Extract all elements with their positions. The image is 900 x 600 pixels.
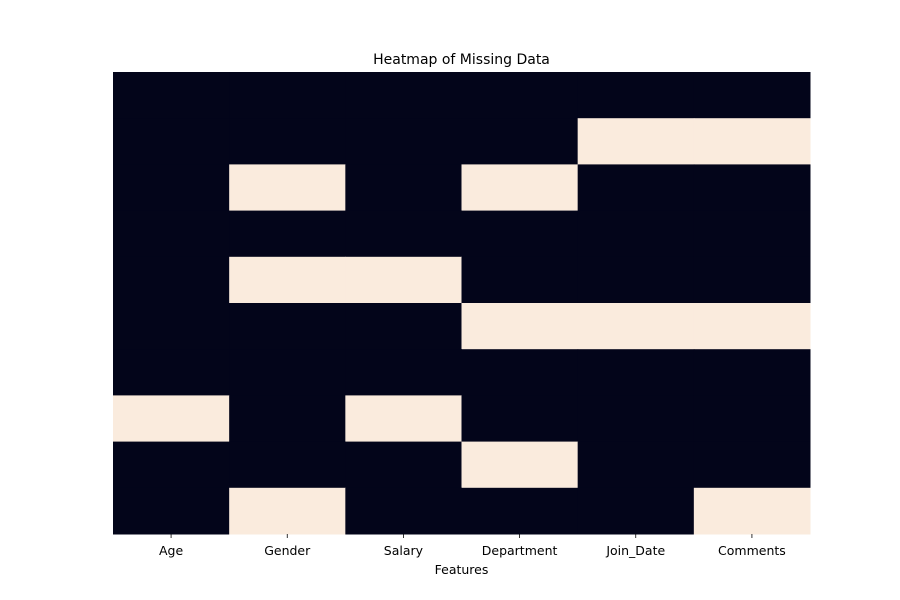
- heatmap-cell-r5-salary: [345, 303, 462, 350]
- heatmap-cell-r0-department: [461, 72, 579, 119]
- heatmap-cell-r1-age: [113, 118, 230, 165]
- heatmap-cell-r6-comments: [693, 349, 811, 396]
- heatmap-cell-r5-join-date: [577, 303, 695, 350]
- heatmap-cell-r3-salary: [345, 210, 462, 258]
- heatmap-cell-r3-gender: [229, 210, 346, 258]
- heatmap-cell-r9-comments: [693, 487, 811, 535]
- heatmap-cell-r0-comments: [693, 72, 811, 119]
- heatmap-cell-r2-department: [461, 164, 579, 212]
- heatmap-cells: [113, 72, 811, 535]
- heatmap-cell-r7-age: [113, 395, 230, 443]
- heatmap-cell-r2-comments: [693, 164, 811, 212]
- heatmap-cell-r1-department: [461, 118, 579, 165]
- x-tick-label: Join_Date: [605, 543, 665, 558]
- heatmap-cell-r8-age: [113, 441, 230, 489]
- heatmap-cell-r4-department: [461, 256, 579, 304]
- heatmap-cell-r0-age: [113, 72, 230, 119]
- heatmap-cell-r9-department: [461, 487, 579, 535]
- heatmap-cell-r4-salary: [345, 256, 462, 304]
- heatmap-cell-r1-comments: [693, 118, 811, 165]
- x-tick-label: Comments: [718, 543, 786, 558]
- heatmap-cell-r6-salary: [345, 349, 462, 396]
- heatmap-cell-r7-comments: [693, 395, 811, 443]
- x-tick-label: Age: [159, 543, 183, 558]
- x-axis-label: Features: [435, 562, 489, 577]
- heatmap-cell-r8-join-date: [577, 441, 695, 489]
- heatmap-cell-r2-age: [113, 164, 230, 212]
- heatmap-cell-r7-salary: [345, 395, 462, 443]
- heatmap-cell-r5-comments: [693, 303, 811, 350]
- heatmap-cell-r0-salary: [345, 72, 462, 119]
- heatmap-cell-r4-comments: [693, 256, 811, 304]
- heatmap-cell-r3-join-date: [577, 210, 695, 258]
- heatmap-cell-r8-gender: [229, 441, 346, 489]
- x-tick-label: Department: [482, 543, 558, 558]
- x-tick-label: Gender: [264, 543, 311, 558]
- heatmap-cell-r3-department: [461, 210, 579, 258]
- heatmap-cell-r3-comments: [693, 210, 811, 258]
- heatmap-cell-r5-gender: [229, 303, 346, 350]
- heatmap-cell-r3-age: [113, 210, 230, 258]
- heatmap-cell-r2-gender: [229, 164, 346, 212]
- heatmap-cell-r4-age: [113, 256, 230, 304]
- heatmap-cell-r4-gender: [229, 256, 346, 304]
- x-tick-label: Salary: [384, 543, 424, 558]
- heatmap-cell-r9-gender: [229, 487, 346, 535]
- heatmap-cell-r8-department: [461, 441, 579, 489]
- chart-title: Heatmap of Missing Data: [373, 52, 550, 68]
- heatmap-cell-r0-gender: [229, 72, 346, 119]
- heatmap-cell-r6-gender: [229, 349, 346, 396]
- heatmap-cell-r2-join-date: [577, 164, 695, 212]
- heatmap-cell-r2-salary: [345, 164, 462, 212]
- heatmap-cell-r9-join-date: [577, 487, 695, 535]
- heatmap-cell-r7-department: [461, 395, 579, 443]
- heatmap-cell-r1-salary: [345, 118, 462, 165]
- heatmap-cell-r4-join-date: [577, 256, 695, 304]
- heatmap-cell-r5-age: [113, 303, 230, 350]
- heatmap-cell-r8-salary: [345, 441, 462, 489]
- heatmap-cell-r1-join-date: [577, 118, 695, 165]
- heatmap-cell-r8-comments: [693, 441, 811, 489]
- heatmap-cell-r6-age: [113, 349, 230, 396]
- heatmap-cell-r6-department: [461, 349, 579, 396]
- x-axis-ticks: Age Gender Salary Department Join_Date Commen…: [159, 534, 786, 558]
- heatmap-cell-r9-age: [113, 487, 230, 535]
- heatmap-cell-r7-gender: [229, 395, 346, 443]
- heatmap-cell-r5-department: [461, 303, 579, 350]
- heatmap-cell-r9-salary: [345, 487, 462, 535]
- heatmap-cell-r1-gender: [229, 118, 346, 165]
- heatmap-cell-r7-join-date: [577, 395, 695, 443]
- heatmap-cell-r6-join-date: [577, 349, 695, 396]
- heatmap-cell-r0-join-date: [577, 72, 695, 119]
